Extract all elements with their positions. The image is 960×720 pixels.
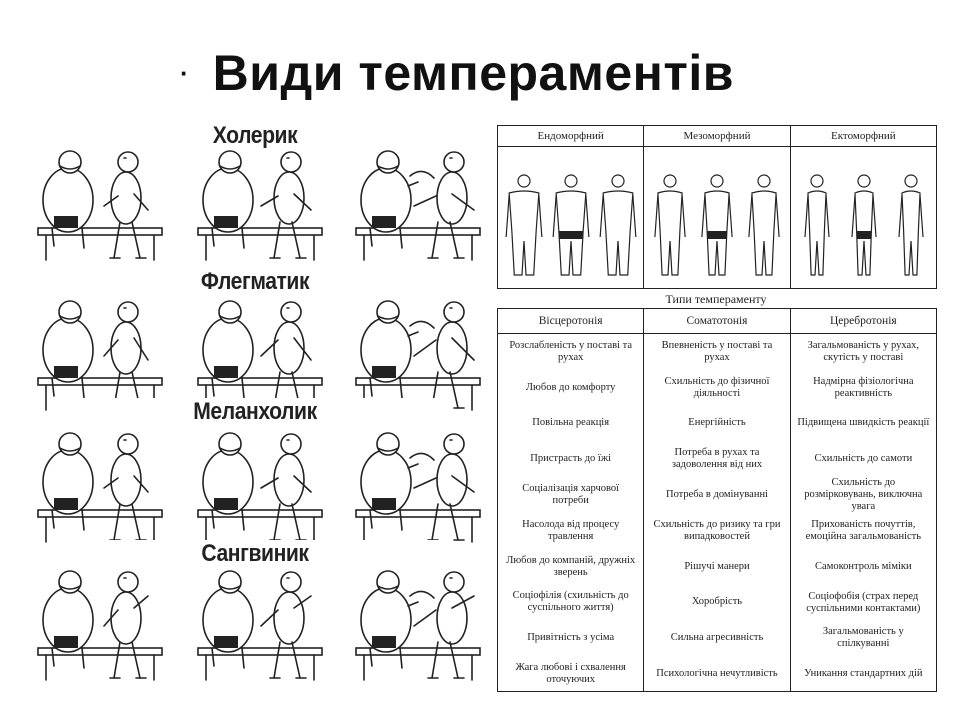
- somatotype-table: Ендоморфний Мезоморфний Ектоморфний: [497, 125, 937, 289]
- table-cell: Любов до компаній, дружніх зверень: [506, 554, 636, 578]
- label-melancholic: Меланхолик: [57, 398, 453, 426]
- cartoon-scene: [197, 432, 323, 543]
- temperament-header: Вісцеротонія Соматотонія Церебротонія: [498, 309, 936, 334]
- table-cell: Загальмованість у спілкуванні: [822, 626, 904, 650]
- table-cell: Потреба в домінуванні: [665, 489, 768, 501]
- body-figure: [599, 174, 637, 276]
- body-figure: [898, 174, 924, 276]
- table-cell: Соціалізація харчової потреби: [522, 483, 620, 507]
- cartoon-scene: [37, 300, 163, 411]
- table-cell: Любов до комфорту: [525, 381, 616, 393]
- slide-title: · Види темпераментів: [180, 38, 734, 108]
- ectomorph-figures: [791, 147, 936, 289]
- temperament-cartoons: Холерик Флегматик Меланхолик Сангвиник: [30, 118, 481, 696]
- body-figure: [748, 174, 781, 276]
- cartoon-scene: [355, 432, 481, 543]
- table-cell: Уникання стандартних дій: [804, 668, 923, 680]
- table-cell: Привітність з усіма: [527, 632, 615, 644]
- table-cell: Насолода від процесу травлення: [522, 518, 620, 542]
- cartoon-scene: [197, 570, 323, 681]
- table-cell: Загальмованість у рухах, скутість у пост…: [807, 339, 920, 363]
- table-cell: Підвищена швидкість реакції: [797, 417, 930, 429]
- cartoon-scene: [197, 300, 323, 411]
- cartoon-scene: [37, 150, 163, 261]
- body-outlines: [505, 174, 637, 276]
- cartoon-scene: [37, 570, 163, 681]
- cartoon-scene: [37, 432, 163, 543]
- table-cell: Самоконтроль міміки: [815, 560, 912, 572]
- title-bullet: ·: [180, 57, 189, 88]
- mesomorph-figures: [644, 147, 791, 289]
- body-outlines: [654, 174, 781, 276]
- table-cell: Пристрасть до їжі: [530, 453, 612, 465]
- cartoon-scene: [197, 150, 323, 261]
- body-figure: [701, 174, 734, 276]
- table-cell: Психологічна нечутливість: [656, 668, 778, 680]
- table-cell: Хоробрість: [691, 596, 743, 608]
- title-text: Види темпераментів: [212, 45, 734, 101]
- header-viscerotonia: Вісцеротонія: [498, 309, 645, 333]
- label-sanguine: Сангвиник: [57, 540, 453, 568]
- header-endomorph: Ендоморфний: [498, 126, 645, 146]
- table-cell: Повільна реакція: [532, 417, 610, 429]
- table-cell: Рішучі манери: [684, 560, 750, 572]
- endomorph-figures: [498, 147, 645, 289]
- table-cell: Схильність до фізичної діяльності: [664, 375, 770, 399]
- label-choleric: Холерик: [57, 122, 453, 150]
- somatotype-header: Ендоморфний Мезоморфний Ектоморфний: [498, 126, 936, 147]
- table-cell: Схильність до самоти: [814, 453, 913, 465]
- table-cell: Соціофілія (схильність до суспільного жи…: [512, 590, 629, 614]
- header-mesomorph: Мезоморфний: [644, 126, 791, 146]
- table-cell: Жага любові і схвалення оточуючих: [515, 662, 626, 686]
- header-ectomorph: Ектоморфний: [831, 130, 896, 142]
- table-cell: Схильність до розмірковувань, виключна у…: [804, 477, 923, 513]
- table-cell: Впевненість у поставі та рухах: [661, 339, 773, 363]
- label-phlegmatic: Флегматик: [57, 268, 453, 296]
- temperament-table: Вісцеротонія Соматотонія Церебротонія Ро…: [497, 308, 937, 692]
- cartoon-scene: [355, 150, 481, 261]
- table-cell: Сильна агресивність: [670, 632, 764, 644]
- body-figure: [552, 174, 590, 276]
- table-cell: Соціофобія (страх перед суспільними конт…: [806, 590, 921, 614]
- table-cell: Прихованість почуттів, емоційна загальмо…: [805, 519, 922, 543]
- body-figure: [505, 174, 543, 276]
- table-cell: Енергійність: [688, 417, 746, 429]
- table-cell: Схильність до ризику та гри випадковосте…: [653, 518, 781, 542]
- table-cell: Потреба в рухах та задоволення від них: [671, 447, 763, 471]
- cartoon-scene: [355, 300, 481, 411]
- header-cerebrotonia: Церебротонія: [829, 315, 897, 327]
- cartoon-scene: [355, 570, 481, 681]
- body-figure: [804, 174, 830, 276]
- body-figure: [654, 174, 687, 276]
- body-figure: [851, 174, 877, 276]
- body-outlines: [804, 174, 924, 276]
- table-cell: Надмірна фізіологічна реактивність: [813, 375, 914, 399]
- table-cell: Розслабленість у поставі та рухах: [509, 339, 632, 363]
- temperament-column: Загальмованість у рухах, скутість у пост…: [791, 334, 936, 692]
- temperament-table-caption: Типи темпераменту: [665, 292, 767, 306]
- header-somatotonia: Соматотонія: [644, 309, 791, 333]
